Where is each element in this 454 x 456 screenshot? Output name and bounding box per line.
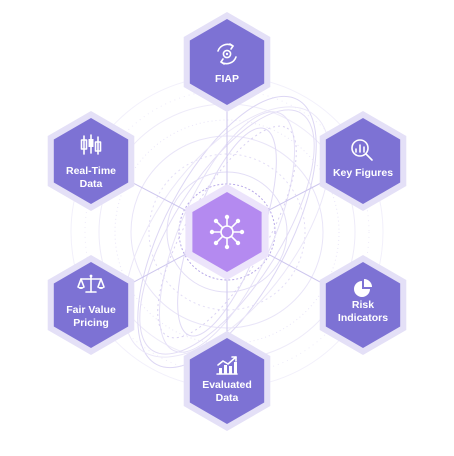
ring	[114, 119, 340, 345]
swirl-ellipse	[158, 111, 296, 353]
node-hex	[189, 338, 265, 424]
scales-icon	[77, 274, 105, 293]
node-label: Indicators	[338, 312, 388, 324]
node-fair-value-pricing[interactable]: Fair Value Pricing	[47, 255, 135, 355]
node-label: Pricing	[73, 317, 109, 329]
node-label: Fair Value	[66, 304, 116, 316]
gear-cycle-icon	[217, 43, 237, 65]
node-fiap[interactable]: FIAP	[183, 12, 271, 112]
node-evaluated-data[interactable]: Evaluated Data	[183, 331, 271, 431]
node-key-figures[interactable]: Key Figures	[319, 111, 407, 211]
node-label: Data	[216, 392, 239, 404]
magnifier-chart-icon	[351, 139, 373, 161]
center-node	[185, 184, 269, 280]
swirl-ellipse	[139, 109, 315, 355]
network-hub-icon	[209, 214, 245, 250]
center-hex	[192, 192, 262, 272]
node-label: Real-Time	[66, 165, 116, 177]
swirl-ellipse	[123, 106, 331, 358]
node-hex	[325, 118, 401, 204]
pie-chart-icon	[354, 279, 372, 297]
node-hex	[53, 118, 129, 204]
node-hex	[325, 262, 401, 348]
ring	[84, 89, 370, 375]
node-label: Evaluated	[202, 379, 252, 391]
node-label: Risk	[352, 299, 374, 311]
node-real-time-data[interactable]: Real-Time Data	[47, 111, 135, 211]
node-risk-indicators[interactable]: Risk Indicators	[319, 255, 407, 355]
node-hex	[53, 262, 129, 348]
node-label: FIAP	[215, 73, 239, 85]
candlestick-icon	[80, 134, 102, 155]
node-label: Key Figures	[333, 167, 393, 179]
bar-trend-icon	[216, 356, 238, 375]
node-hex	[189, 19, 265, 105]
node-label: Data	[80, 178, 103, 190]
